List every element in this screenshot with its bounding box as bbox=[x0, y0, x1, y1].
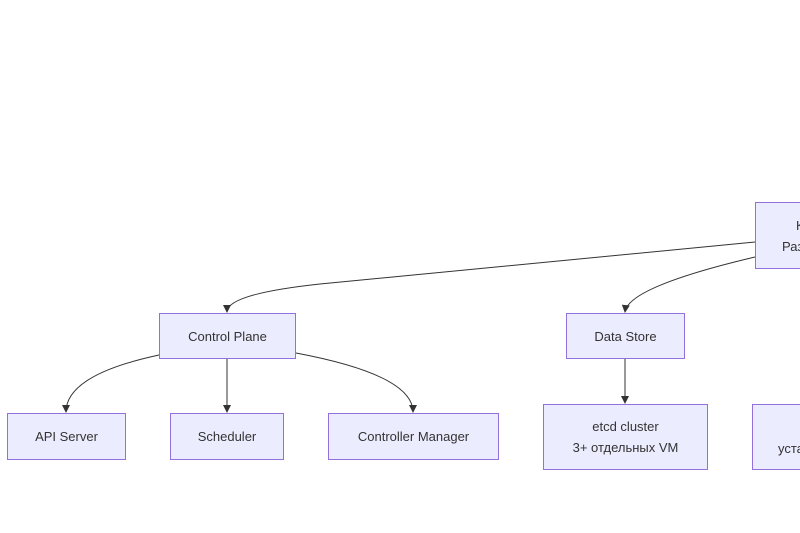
control-plane-label: Control Plane bbox=[188, 328, 267, 344]
partial-right-node: уста bbox=[752, 404, 800, 470]
scheduler-node: Scheduler bbox=[170, 413, 284, 460]
api-server-node: API Server bbox=[7, 413, 126, 460]
root-node-line1: К bbox=[796, 218, 800, 233]
etcd-line2: 3+ отдельных VM bbox=[572, 440, 679, 455]
edge-control-plane-controller-manager bbox=[295, 352, 417, 413]
data-store-node: Data Store bbox=[566, 313, 685, 359]
controller-manager-node: Controller Manager bbox=[328, 413, 499, 460]
etcd-line1: etcd cluster bbox=[592, 419, 659, 434]
data-store-label: Data Store bbox=[594, 328, 657, 344]
root-node-line2: Раз bbox=[782, 239, 800, 254]
control-plane-node: Control Plane bbox=[159, 313, 296, 359]
api-server-label: API Server bbox=[35, 429, 98, 444]
edge-root-control-plane bbox=[223, 241, 756, 313]
edge-control-plane-api-server bbox=[62, 354, 160, 413]
etcd-node: etcd cluster 3+ отдельных VM bbox=[543, 404, 708, 470]
root-node: К Раз bbox=[755, 202, 800, 269]
controller-manager-label: Controller Manager bbox=[357, 429, 470, 444]
edge-root-data-store bbox=[621, 256, 756, 313]
scheduler-label: Scheduler bbox=[197, 429, 257, 444]
partial-right-label: уста bbox=[778, 441, 800, 456]
